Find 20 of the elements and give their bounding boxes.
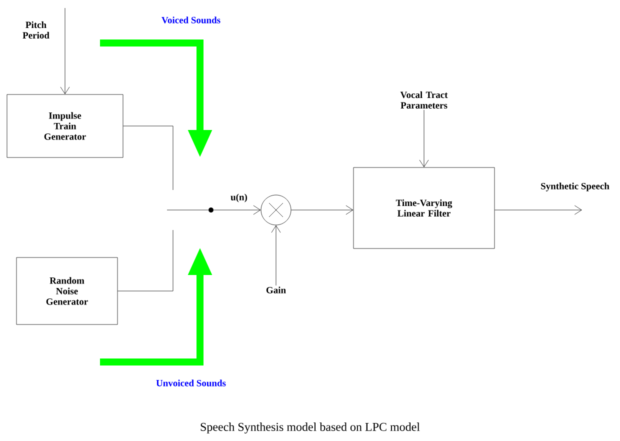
arrow	[271, 225, 281, 286]
arrow	[494, 205, 582, 215]
input-label: Gain	[266, 286, 286, 294]
arrow	[214, 205, 261, 215]
connector-line	[118, 230, 174, 292]
switch-label: Voiced Sounds	[162, 16, 220, 24]
generator-box: Random Noise Generator	[16, 257, 118, 325]
input-label: Vocal Tract Parameters	[400, 91, 448, 109]
multiplier-circle	[260, 194, 292, 226]
edge-label: u(n)	[230, 194, 248, 202]
arrow	[291, 205, 354, 215]
arrow	[419, 110, 429, 168]
generator-box: Impulse Train Generator	[6, 94, 124, 158]
switch-label: Unvoiced Sounds	[156, 380, 226, 386]
arrow	[60, 8, 70, 94]
edge-label: Synthetic Speech	[541, 182, 610, 192]
filter-box: Time-Varying Linear Filter	[353, 167, 495, 249]
connector-line	[123, 126, 174, 190]
edge-label: Pitch Period	[22, 21, 50, 39]
caption: Speech Synthesis model based on LPC model	[200, 422, 420, 434]
